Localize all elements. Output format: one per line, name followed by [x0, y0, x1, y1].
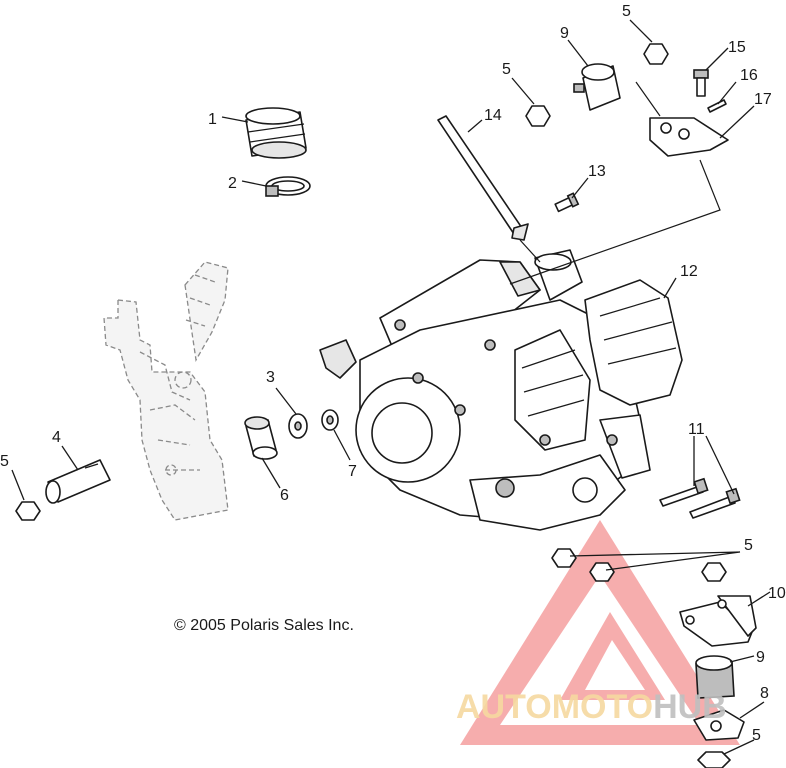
- part-1-intake-boot: [245, 107, 307, 159]
- frame-outline: [103, 261, 229, 521]
- callout-17: 17: [754, 91, 772, 108]
- watermark-text-hub: HUB: [653, 688, 727, 726]
- callout-5-bottom: 5: [752, 727, 761, 744]
- part-16-pin: [707, 99, 727, 113]
- callout-9-lower: 9: [756, 649, 765, 666]
- part-5-nut-lower-1: [551, 548, 577, 568]
- part-15-bolt: [693, 69, 709, 97]
- part-9-mount-cushion-lower: [695, 655, 735, 699]
- callout-5-top: 5: [622, 3, 631, 20]
- callout-9-top: 9: [560, 25, 569, 42]
- part-5-nut-top-right: [643, 43, 669, 65]
- part-13-bolt: [554, 192, 580, 213]
- callout-1: 1: [208, 111, 217, 128]
- part-5-nut-upper: [525, 105, 551, 127]
- callout-labels: 1 2 3 4 5 6 7 9 5 5 14 13 12 15 16 17 11…: [0, 3, 786, 744]
- part-14-rod: [437, 115, 529, 241]
- callout-5-left: 5: [0, 453, 9, 470]
- copyright-text: © 2005 Polaris Sales Inc.: [174, 617, 354, 634]
- part-4-sleeve: [45, 459, 111, 504]
- part-2-clamp: [265, 176, 311, 197]
- callout-7: 7: [348, 463, 357, 480]
- part-17-bracket: [649, 117, 729, 157]
- leader-lines: [11, 19, 771, 755]
- callout-11: 11: [688, 421, 705, 438]
- callout-13: 13: [588, 163, 606, 180]
- part-5-nut-lower-3: [701, 562, 727, 582]
- part-11-bolts: [659, 477, 741, 519]
- callout-3: 3: [266, 369, 275, 386]
- part-6-cushion: [244, 416, 278, 460]
- callout-5-lower: 5: [744, 537, 753, 554]
- watermark-text-auto: AUTOMOTO: [456, 688, 653, 726]
- callout-15: 15: [728, 39, 746, 56]
- part-5-nut-lower-2: [589, 562, 615, 582]
- part-5-nut-bottom: [697, 751, 731, 768]
- part-7-washer: [321, 409, 339, 431]
- callout-12: 12: [680, 263, 698, 280]
- part-10-bracket: [679, 595, 757, 647]
- part-3-washer: [288, 413, 308, 439]
- part-9-mount-cushion-top: [573, 63, 621, 111]
- part-5-nut-left: [15, 501, 41, 521]
- engine-assembly: [319, 249, 683, 531]
- watermark-text: AUTOMOTOHUB: [456, 688, 727, 726]
- callout-10: 10: [768, 585, 786, 602]
- callout-2: 2: [228, 175, 237, 192]
- part-8-plate: [693, 709, 745, 741]
- callout-8: 8: [760, 685, 769, 702]
- watermark-logo: [460, 520, 740, 745]
- callout-6: 6: [280, 487, 289, 504]
- callout-14: 14: [484, 107, 502, 124]
- callout-5-upper: 5: [502, 61, 511, 78]
- callout-4: 4: [52, 429, 61, 446]
- callout-16: 16: [740, 67, 758, 84]
